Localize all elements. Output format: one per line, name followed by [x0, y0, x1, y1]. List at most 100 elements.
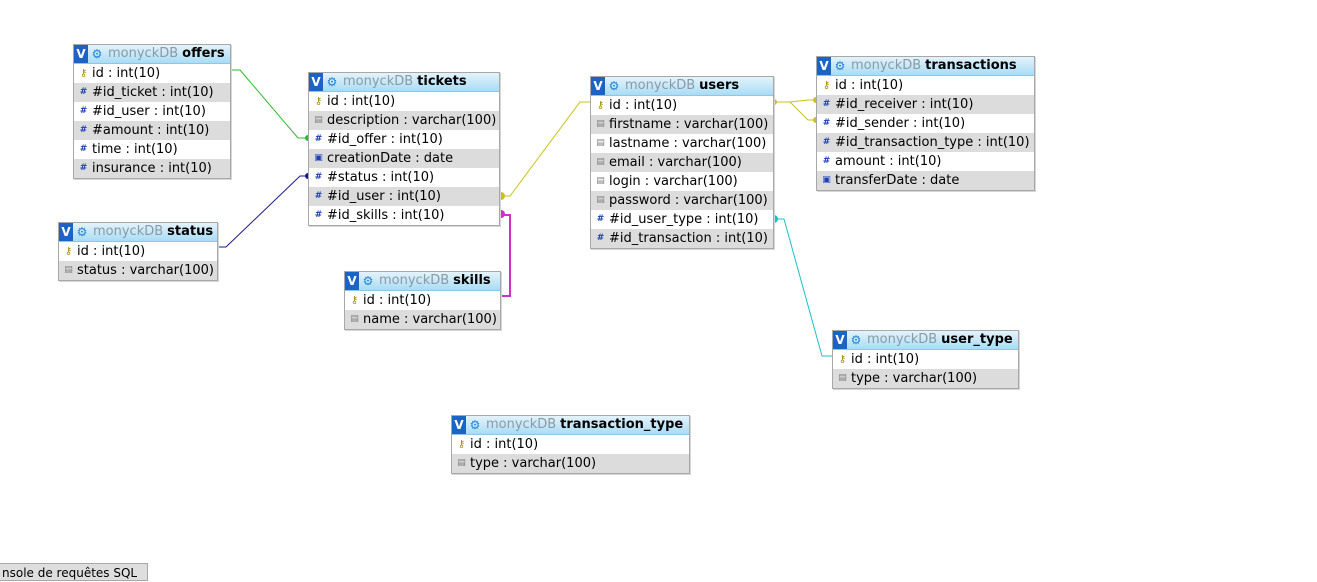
column-row[interactable]: ▤firstname : varchar(100): [591, 115, 773, 134]
text-icon: ▤: [596, 195, 605, 205]
column-label: id : int(10): [609, 98, 678, 113]
column-row[interactable]: #time : int(10): [74, 140, 230, 159]
gear-icon[interactable]: ⚙: [326, 75, 338, 89]
column-row[interactable]: ⚷id : int(10): [452, 435, 689, 454]
column-row[interactable]: ▤status : varchar(100): [59, 261, 217, 280]
column-row[interactable]: ##id_offer : int(10): [309, 130, 499, 149]
column-label: #id_offer : int(10): [327, 132, 443, 147]
column-label: #id_user : int(10): [327, 189, 441, 204]
column-row[interactable]: ⚷id : int(10): [345, 291, 500, 310]
column-row[interactable]: ▤ name : varchar(100): [345, 310, 500, 329]
column-row[interactable]: ▤login : varchar(100): [591, 172, 773, 191]
key-icon: ⚷: [838, 354, 847, 365]
text-icon: ▤: [457, 458, 466, 468]
hash-icon: #: [79, 106, 88, 116]
column-row[interactable]: ▤ email : varchar(100): [591, 153, 773, 172]
column-row[interactable]: ##amount : int(10): [74, 121, 230, 140]
toggle-columns-button[interactable]: V: [591, 77, 605, 95]
text-icon: ▤: [596, 119, 605, 129]
gear-icon[interactable]: ⚙: [850, 333, 862, 347]
toggle-columns-button[interactable]: V: [452, 416, 466, 434]
column-row[interactable]: ##id_user : int(10): [74, 102, 230, 121]
column-label: insurance : int(10): [92, 161, 212, 176]
column-row[interactable]: ⚷id : int(10): [817, 76, 1034, 95]
column-row[interactable]: ▤type : varchar(100): [833, 369, 1018, 388]
column-row[interactable]: ⚷id : int(10): [309, 92, 499, 111]
toggle-columns-button[interactable]: V: [59, 223, 73, 241]
column-row[interactable]: ##id_user_type : int(10): [591, 210, 773, 229]
column-label: transferDate : date: [835, 173, 960, 188]
column-row[interactable]: ##id_transaction : int(10): [591, 229, 773, 248]
column-row[interactable]: ⚷id : int(10): [591, 96, 773, 115]
column-row[interactable]: ##id_skills : int(10): [309, 206, 499, 225]
column-label: type : varchar(100): [851, 371, 978, 386]
column-label: password : varchar(100): [609, 193, 768, 208]
column-row[interactable]: ##status : int(10): [309, 168, 499, 187]
database-name: monyckDB: [851, 58, 922, 73]
gear-icon[interactable]: ⚙: [76, 225, 88, 239]
gear-icon[interactable]: ⚙: [469, 418, 481, 432]
column-row[interactable]: ##id_user : int(10): [309, 187, 499, 206]
gear-icon[interactable]: ⚙: [362, 274, 374, 288]
text-icon: ▤: [350, 314, 359, 324]
database-name: monyckDB: [379, 273, 450, 288]
toggle-columns-button[interactable]: V: [817, 57, 831, 75]
hash-icon: #: [314, 210, 323, 220]
column-row[interactable]: ▣transferDate : date: [817, 171, 1034, 190]
table-name: user_type: [941, 332, 1013, 347]
column-row[interactable]: ##id_receiver : int(10): [817, 95, 1034, 114]
column-label: id : int(10): [363, 293, 432, 308]
hash-icon: #: [822, 118, 831, 128]
column-row[interactable]: ▤lastname : varchar(100): [591, 134, 773, 153]
column-row[interactable]: ##id_ticket : int(10): [74, 83, 230, 102]
column-row[interactable]: ▤ password : varchar(100): [591, 191, 773, 210]
column-row[interactable]: #amount : int(10): [817, 152, 1034, 171]
column-label: id : int(10): [77, 244, 146, 259]
column-label: email : varchar(100): [609, 155, 742, 170]
column-row[interactable]: ⚷id : int(10): [74, 64, 230, 83]
toggle-columns-button[interactable]: V: [309, 73, 323, 91]
column-row[interactable]: ⚷id : int(10): [833, 350, 1018, 369]
key-icon: ⚷: [64, 246, 73, 257]
toggle-columns-button[interactable]: V: [74, 45, 88, 63]
relation-status-tickets: [216, 175, 310, 248]
text-icon: ▤: [314, 115, 323, 125]
table-name: skills: [453, 273, 491, 288]
column-row[interactable]: # insurance : int(10): [74, 159, 230, 178]
column-label: status : varchar(100): [77, 263, 214, 278]
gear-icon[interactable]: ⚙: [608, 79, 620, 93]
column-label: name : varchar(100): [363, 312, 497, 327]
column-row[interactable]: ##id_sender : int(10): [817, 114, 1034, 133]
column-label: id : int(10): [92, 66, 161, 81]
column-row[interactable]: ▤type : varchar(100): [452, 454, 689, 473]
column-row[interactable]: ##id_transaction_type : int(10): [817, 133, 1034, 152]
column-label: id : int(10): [835, 78, 904, 93]
gear-icon[interactable]: ⚙: [834, 59, 846, 73]
sql-console-tab[interactable]: nsole de requêtes SQL: [0, 563, 148, 581]
column-row[interactable]: ⚷ id : int(10): [59, 242, 217, 261]
toggle-columns-button[interactable]: V: [833, 331, 847, 349]
column-row[interactable]: ▤description : varchar(100): [309, 111, 499, 130]
text-icon: ▤: [596, 157, 605, 167]
hash-icon: #: [79, 163, 88, 173]
database-name: monyckDB: [108, 46, 179, 61]
toggle-columns-button[interactable]: V: [345, 272, 359, 290]
column-row[interactable]: ▣creationDate : date: [309, 149, 499, 168]
gear-icon[interactable]: ⚙: [91, 47, 103, 61]
